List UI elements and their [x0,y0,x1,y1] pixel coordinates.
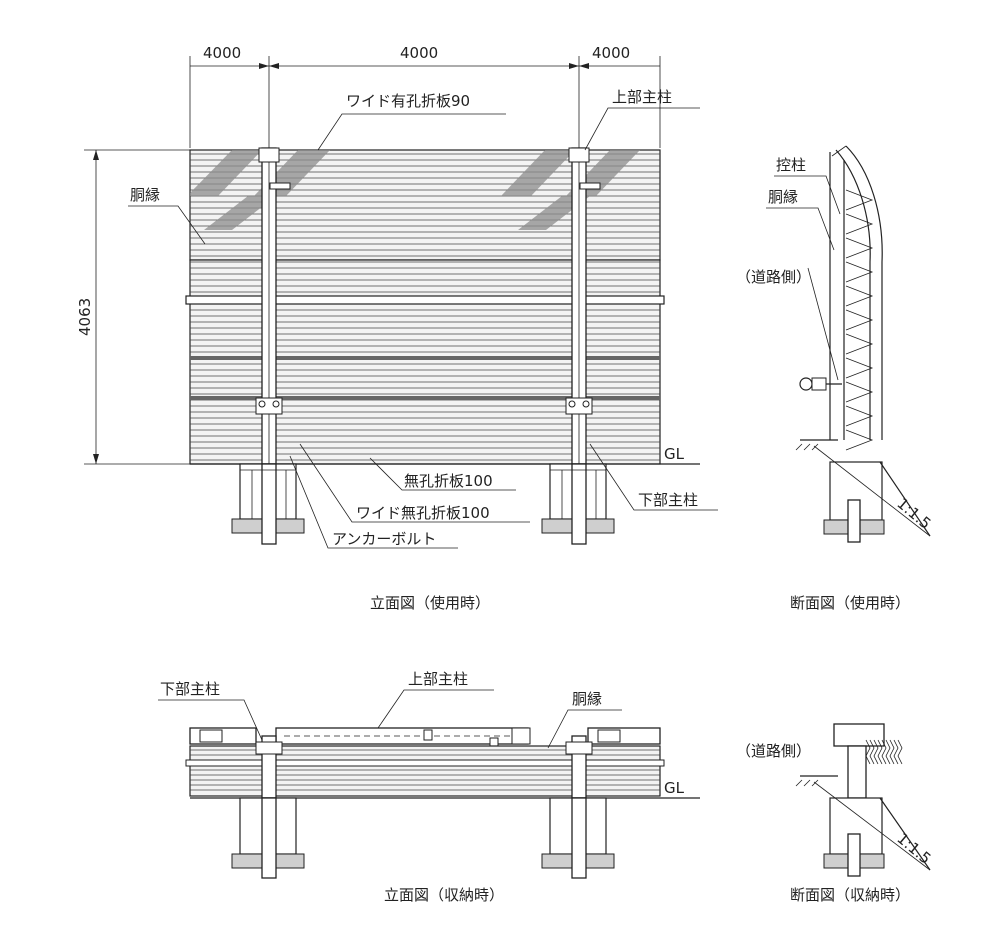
panel-lower [189,259,661,465]
stored-slope-ratio: 1:1.5 [893,829,934,868]
dimension-height: 4063 [76,149,190,465]
folded-plate [893,739,899,765]
stored-folded-plates [865,739,903,765]
perforated-shade-4 [501,150,575,196]
folded-plate [873,739,879,765]
section-rib [845,213,874,235]
stored-road-side-label: （道路側） [736,742,811,760]
folded-plate [881,739,887,765]
section-rib [845,381,874,403]
dimension-height-value: 4063 [76,298,94,336]
stored-foundation-right [541,797,615,879]
foundation-right [541,463,615,545]
section-rib [845,309,874,331]
stored-lower-post-label: 下部主柱 [160,680,220,698]
section-rib [845,333,874,355]
section-rib [845,189,874,211]
dimension-left: 4000 [203,44,241,62]
brace-label: 控柱 [776,156,806,174]
wide-perforated-plate-label: ワイド有孔折板90 [346,92,470,110]
dimension-right: 4000 [592,44,630,62]
ground-label: GL [664,445,685,463]
unperforated-plate-label: 無孔折板100 [404,472,493,490]
slope-ratio: 1:1.5 [893,494,934,533]
caption-section-stored: 断面図（収納時） [790,886,910,904]
dimension-top: 4000 4000 4000 [189,44,661,148]
section-rib [845,357,874,379]
perforated-shade-1 [190,150,262,196]
folded-plate [889,739,895,765]
section-rib [845,285,874,307]
stored-foundation-left [231,797,305,879]
stored-girth-label: 胴縁 [572,690,602,708]
girth-band-1 [185,295,665,305]
section-stored: 1:1.5 （道路側） 断面図（収納時） [736,723,934,904]
perforated-shade-3 [204,196,276,230]
section-girth-label: 胴縁 [768,188,798,206]
girth-band-2 [190,356,660,360]
caption-section-in-use: 断面図（使用時） [790,594,910,612]
elevation-in-use: 4000 4000 4000 4063 [76,44,718,612]
section-rib [845,261,874,283]
section-rib [845,429,874,451]
section-in-use: 1:1.5 控柱 胴縁 （道路側） 断面図（使用時） [736,145,934,612]
caption-elevation-stored: 立面図（収納時） [384,886,504,904]
upper-post-label: 上部主柱 [612,88,672,106]
lower-post-label: 下部主柱 [638,491,698,509]
post-details [255,147,601,540]
stored-upper-post-label: 上部主柱 [408,670,468,688]
caption-elevation-in-use: 立面図（使用時） [370,594,490,612]
girth-label: 胴縁 [130,186,160,204]
wide-unperforated-plate-label: ワイド無孔折板100 [356,504,490,522]
leaders-elevation-use [128,107,718,549]
folded-plate [897,739,903,765]
section-rib [845,405,874,427]
road-side-label: （道路側） [736,268,811,286]
foundation-left [231,463,305,545]
section-rib [845,237,874,259]
folded-plate [877,739,883,765]
stored-ground-label: GL [664,779,685,797]
dimension-middle: 4000 [400,44,438,62]
folded-plate [869,739,875,765]
section-ribs [845,189,874,451]
girth-band-3 [190,396,660,400]
anchor-bolt-label: アンカーボルト [332,530,436,548]
elevation-stored: GL 下部主柱 上部主柱 胴縁 立面図（収納時） [158,670,700,904]
folded-plate [885,739,891,765]
folded-plate [865,739,871,765]
